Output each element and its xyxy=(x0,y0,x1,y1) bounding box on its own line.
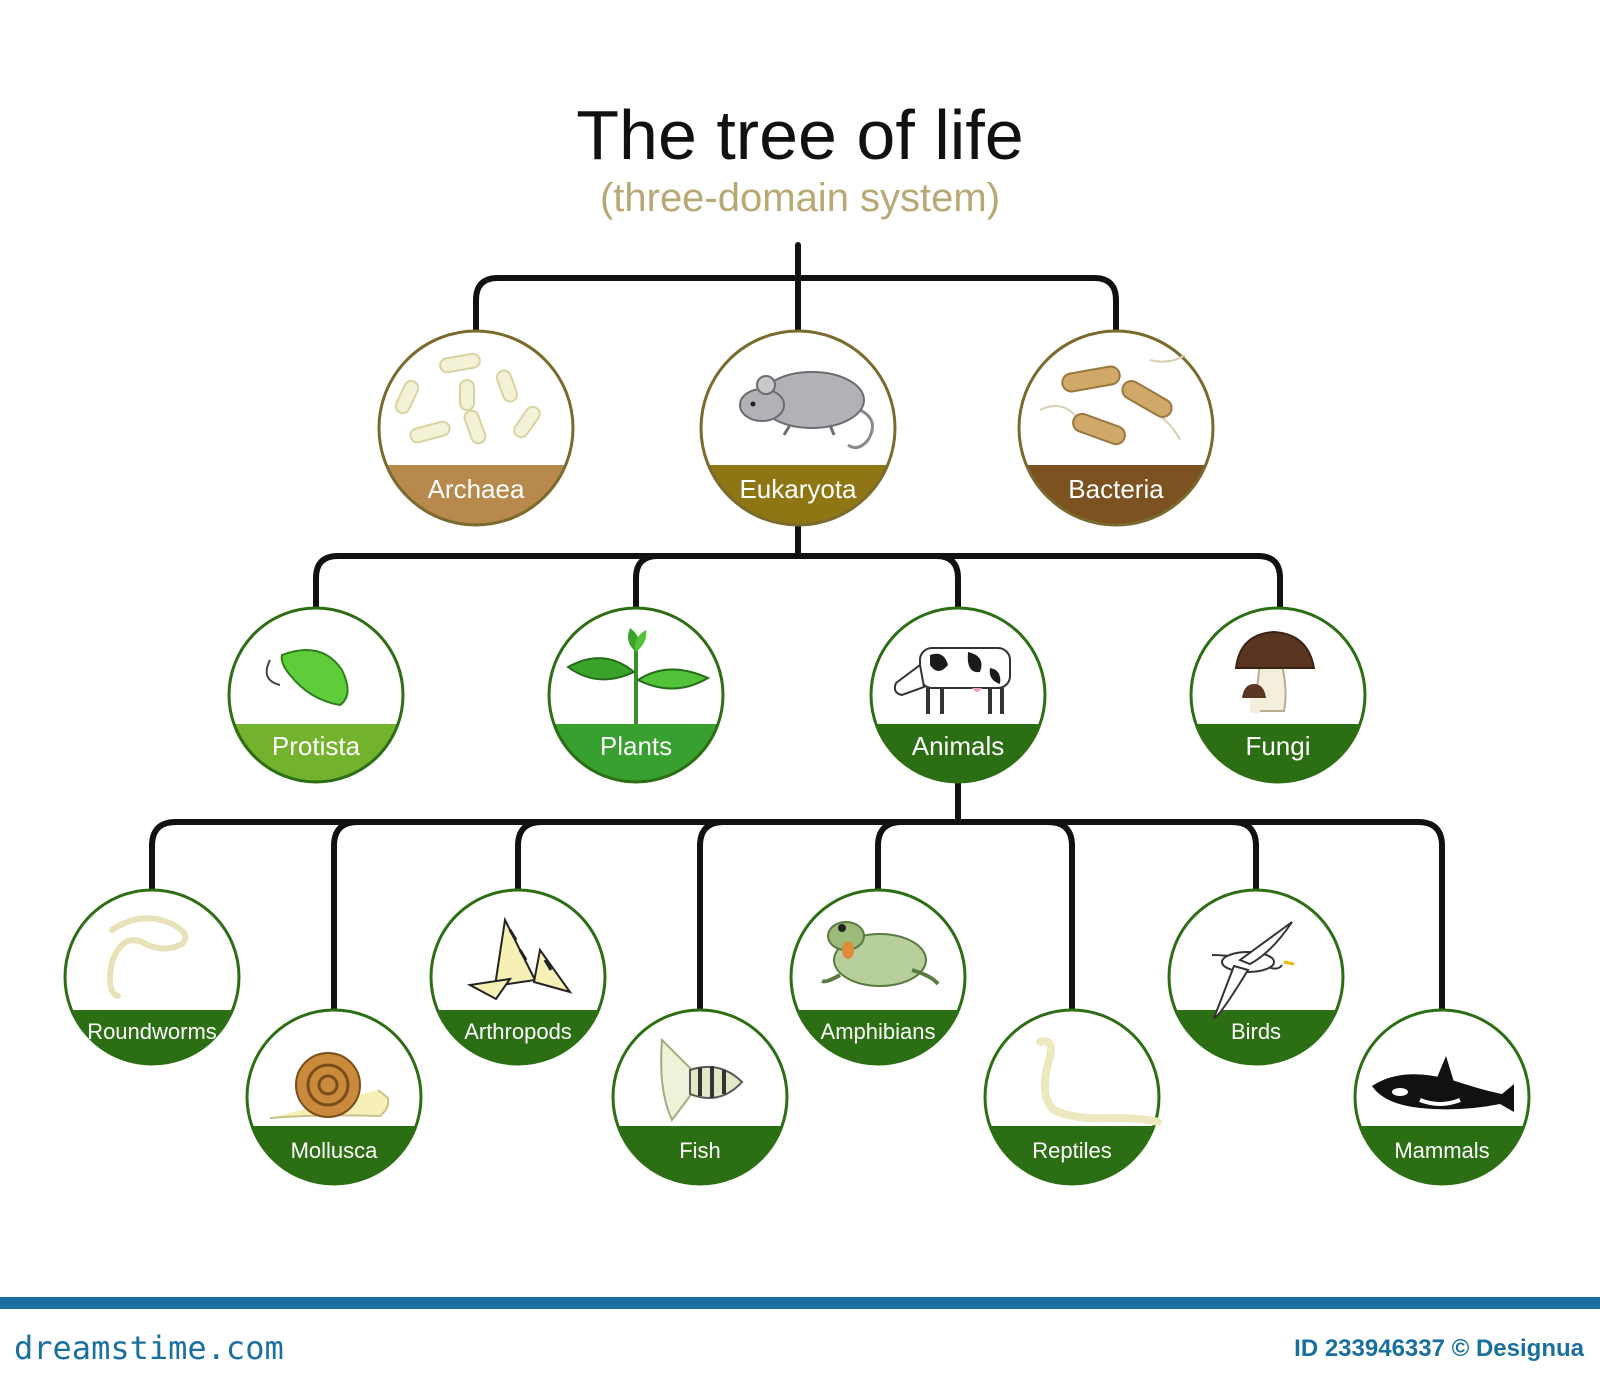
node-fungi: Fungi xyxy=(1189,606,1367,784)
cow-icon xyxy=(893,647,1011,714)
node-label: Amphibians xyxy=(821,1019,936,1044)
snail-icon xyxy=(269,1052,390,1119)
node-arthropods: Arthropods xyxy=(429,888,607,1066)
node-label: Protista xyxy=(272,731,361,761)
snake-icon xyxy=(1036,1037,1162,1126)
orca-icon xyxy=(1372,1056,1514,1112)
node-plants: Plants xyxy=(547,606,725,784)
node-label: Fish xyxy=(679,1138,721,1163)
node-label: Roundworms xyxy=(87,1019,217,1044)
diagram-subtitle: (three-domain system) xyxy=(599,176,1001,220)
node-protista: Protista xyxy=(227,606,405,784)
dreamstime-logo: dreamstime.com xyxy=(14,1329,284,1367)
node-birds: Birds xyxy=(1167,888,1345,1066)
tree-svg: Archaea Eukaryota xyxy=(63,242,1531,1186)
roundworm-icon xyxy=(107,915,189,999)
plant-sprout-icon xyxy=(566,628,711,724)
node-roundworms: Roundworms xyxy=(63,888,241,1066)
node-animals: Animals xyxy=(869,606,1047,784)
node-amphibians: Amphibians xyxy=(789,888,967,1066)
node-label: Bacteria xyxy=(1068,474,1164,504)
node-label: Plants xyxy=(600,731,672,761)
protist-icon xyxy=(265,649,349,707)
node-label: Eukaryota xyxy=(739,474,857,504)
node-label: Fungi xyxy=(1245,731,1310,761)
archaea-cells-icon xyxy=(394,352,541,445)
node-mollusca: Mollusca xyxy=(245,1008,423,1186)
bacteria-icon xyxy=(1039,354,1186,446)
stock-footer: dreamstime.com ID 233946337 © Designua xyxy=(0,1297,1600,1387)
tree-of-life-diagram: The tree of life (three-domain system) xyxy=(63,96,1531,1186)
node-label: Animals xyxy=(912,731,1004,761)
node-label: Birds xyxy=(1231,1019,1281,1044)
node-eukaryota: Eukaryota xyxy=(699,329,897,527)
image-credit: ID 233946337 © Designua xyxy=(1294,1335,1584,1362)
node-mammals: Mammals xyxy=(1353,1008,1531,1186)
mouse-icon xyxy=(739,371,874,450)
node-label: Mollusca xyxy=(291,1138,379,1163)
node-bacteria: Bacteria xyxy=(1017,329,1215,527)
node-archaea: Archaea xyxy=(377,329,575,527)
frog-icon xyxy=(821,921,940,987)
mushroom-icon xyxy=(1234,630,1316,713)
node-label: Mammals xyxy=(1394,1138,1489,1163)
connector-lines xyxy=(149,242,1445,1013)
diagram-title: The tree of life xyxy=(576,96,1024,174)
footer-bar xyxy=(0,1297,1600,1309)
butterfly-icon xyxy=(466,916,573,1001)
node-label: Reptiles xyxy=(1032,1138,1111,1163)
node-label: Archaea xyxy=(428,474,525,504)
seagull-icon xyxy=(1211,921,1295,1020)
node-reptiles: Reptiles xyxy=(983,1008,1162,1186)
node-label: Arthropods xyxy=(464,1019,572,1044)
angelfish-icon xyxy=(660,1037,744,1122)
node-fish: Fish xyxy=(611,1008,789,1186)
